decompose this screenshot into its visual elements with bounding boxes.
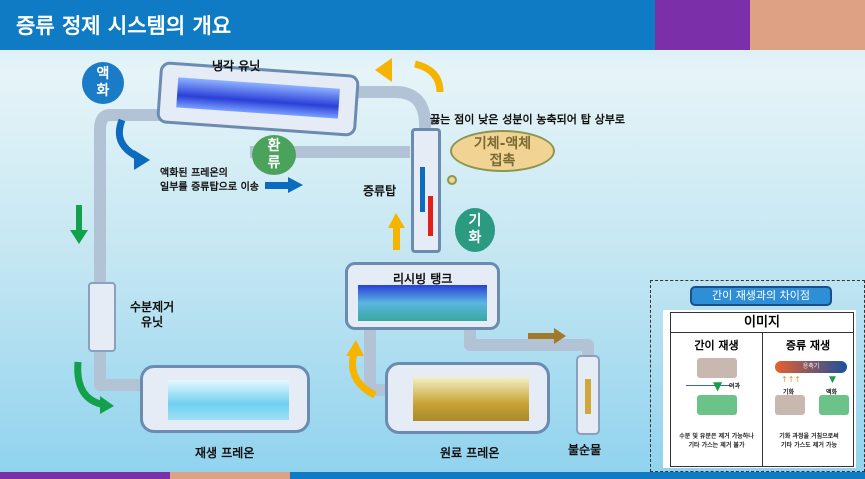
receiving-tank xyxy=(345,262,500,330)
blue-arrow-right xyxy=(265,182,290,189)
condenser-bar: 응축기 xyxy=(775,361,847,373)
column-label: 증류탑 xyxy=(363,184,397,198)
green-arrow-down xyxy=(76,205,82,233)
impurity-label: 불순물 xyxy=(568,443,602,457)
comparison-title: 간이 재생과의 차이점 xyxy=(690,286,832,306)
top-note: 끓는 점이 낮은 성분이 농축되어 탑 상부로 xyxy=(430,113,626,126)
vapor-label: 기화 xyxy=(783,389,795,396)
simple-title: 간이 재생 xyxy=(694,339,739,352)
distillation-column xyxy=(411,128,441,253)
brown-arrow-right xyxy=(528,333,556,339)
table-header: 이미지 xyxy=(671,313,853,333)
liquid-label: 액화 xyxy=(826,389,838,396)
distilled-sample xyxy=(819,395,849,415)
arrow-head xyxy=(375,58,392,82)
dryer-unit xyxy=(88,282,116,352)
raw-freon-label: 원료 프레온 xyxy=(440,446,500,460)
yellow-arrow-top xyxy=(414,60,444,93)
footer-accent-blue xyxy=(290,472,865,479)
header-accent-purple xyxy=(655,0,750,50)
header-bar: 증류 정제 시스템의 개요 xyxy=(0,0,655,50)
header-accent-salmon xyxy=(750,0,865,50)
comparison-panel xyxy=(663,310,856,468)
recycled-freon-tank xyxy=(140,365,310,433)
pipe-left-loop xyxy=(94,109,165,391)
filter-label: 여과 xyxy=(729,383,741,390)
cloud-dot xyxy=(447,175,457,185)
residue-sample xyxy=(775,395,805,415)
filter-line xyxy=(686,385,731,386)
page-title: 증류 정제 시스템의 개요 xyxy=(16,14,232,38)
clean-sample xyxy=(697,395,737,415)
yellow-arrow-up xyxy=(393,225,400,250)
footer-accent-salmon xyxy=(170,472,290,479)
dirty-sample xyxy=(697,358,737,378)
footer-accent-purple xyxy=(0,472,170,479)
liquid-arrow-icon: ▼ xyxy=(829,375,836,385)
vapor-arrows-icon: ↑↑↑ xyxy=(781,375,802,384)
distill-title: 증류 재생 xyxy=(785,339,831,352)
receiver-label: 리시빙 탱크 xyxy=(393,272,453,286)
raw-freon-tank xyxy=(385,362,550,434)
impurity-vessel xyxy=(576,355,600,435)
pipe-impurity xyxy=(464,325,594,360)
down-arrow-icon: ▼ xyxy=(713,379,723,393)
pipe-top xyxy=(355,86,431,135)
condenser-label: 냉각 유닛 xyxy=(212,59,261,73)
recycled-freon-label: 재생 프레온 xyxy=(195,446,255,460)
